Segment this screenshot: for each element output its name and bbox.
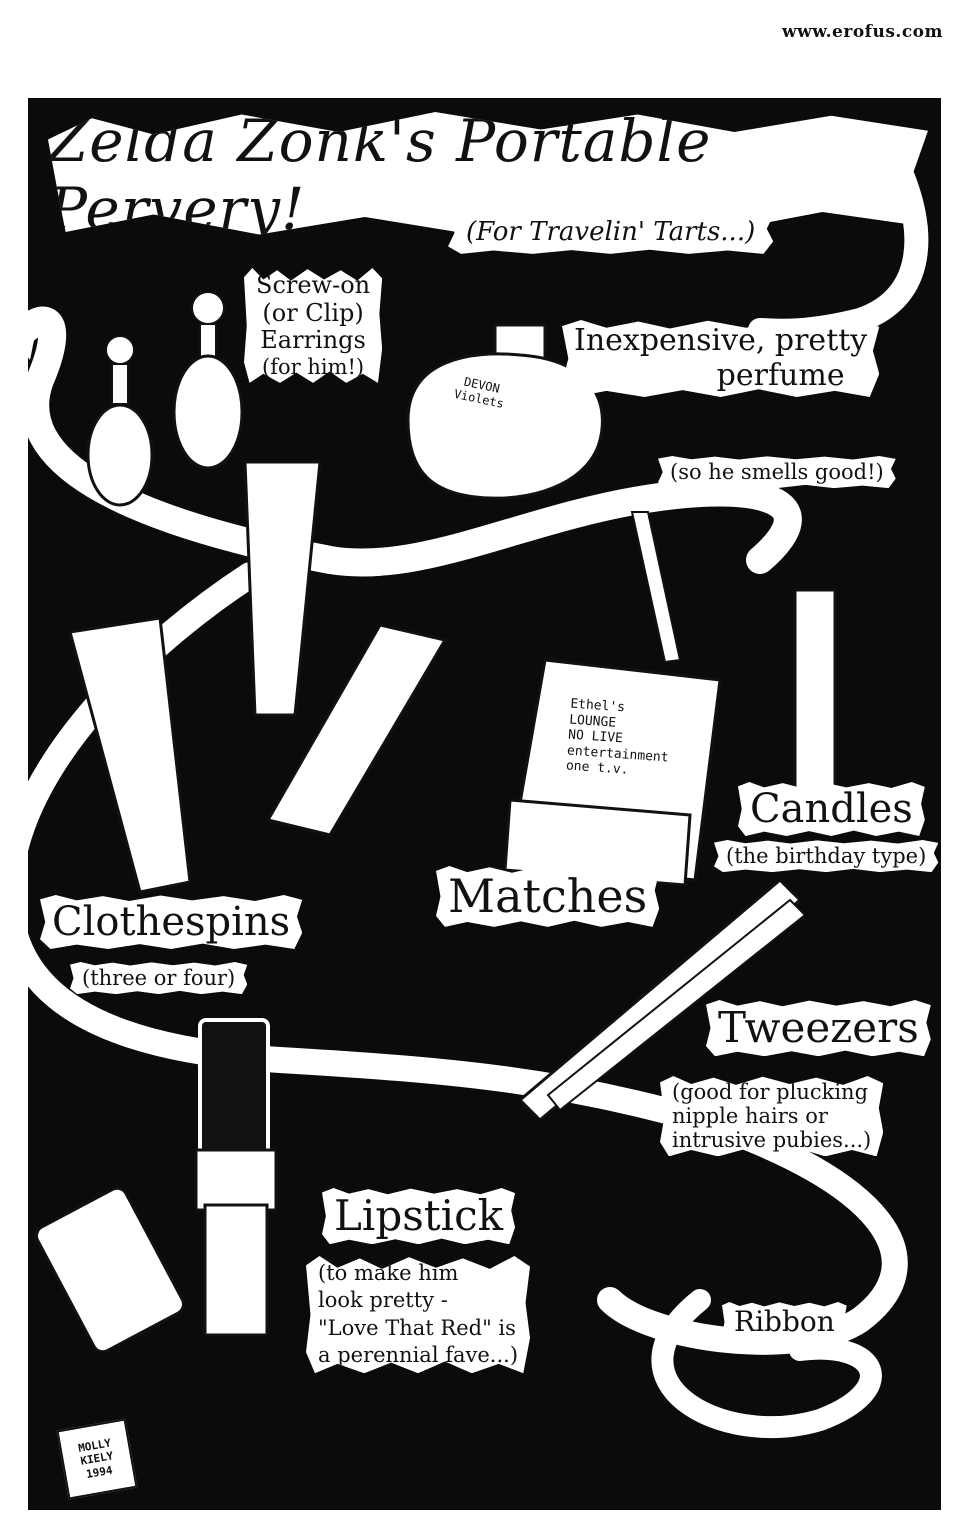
earrings-label: Screw-on (or Clip) Earrings (for him!) — [244, 268, 383, 383]
ribbon-loop — [651, 1289, 882, 1439]
candle-drawing — [793, 588, 837, 817]
perfume-line-1: Inexpensive, pretty — [574, 323, 868, 358]
watermark-text: www.erofus.com — [781, 22, 943, 42]
matches-label: Matches — [436, 866, 660, 927]
perfume-bottle-drawing — [406, 323, 604, 500]
tweezers-note-3: intrusive pubies...) — [672, 1128, 872, 1153]
lipstick-note-3: "Love That Red" is — [318, 1315, 516, 1340]
clothespins-drawing — [68, 460, 448, 894]
matchbook-print: Ethel's LOUNGE NO LIVE entertainment one… — [565, 697, 672, 782]
tweezers-note: (good for plucking nipple hairs or intru… — [660, 1076, 884, 1157]
page-subtitle: (For Travelin' Tarts...) — [448, 212, 774, 254]
clothespins-label: Clothespins — [40, 895, 303, 949]
ribbon-path — [0, 306, 802, 577]
candles-note: (the birthday type) — [714, 840, 939, 873]
earrings-line-3: Earrings — [260, 326, 366, 355]
perfume-line-2: perfume — [716, 357, 845, 393]
ribbon-label: Ribbon — [722, 1302, 847, 1343]
perfume-label: Inexpensive, pretty perfume — [562, 320, 880, 397]
earrings-drawing — [86, 291, 244, 507]
tweezers-note-2: nipple hairs or — [672, 1104, 828, 1129]
earrings-line-2: (or Clip) — [262, 298, 364, 327]
ribbon-tip-left — [0, 310, 40, 360]
tweezers-drawing — [517, 877, 807, 1123]
lipstick-drawing — [35, 1018, 278, 1354]
artist-signature: MOLLY KIELY 1994 — [56, 1418, 138, 1500]
matchbook-drawing — [503, 511, 722, 887]
tweezers-label: Tweezers — [706, 1000, 931, 1057]
lipstick-note: (to make him look pretty - "Love That Re… — [306, 1256, 531, 1374]
ribbon-path-2 — [0, 562, 908, 1355]
lipstick-note-2: look pretty - — [318, 1288, 448, 1313]
clothespins-note: (three or four) — [70, 962, 248, 995]
candles-label: Candles — [738, 782, 925, 836]
earrings-note: (for him!) — [262, 354, 365, 379]
perfume-note: (so he smells good!) — [658, 456, 896, 489]
tweezers-note-1: (good for plucking — [672, 1080, 869, 1104]
lipstick-note-4: a perennial fave...) — [318, 1342, 519, 1367]
lipstick-label: Lipstick — [322, 1188, 516, 1245]
page-title: Zelda Zonk's Portable Pervery! — [48, 112, 928, 237]
